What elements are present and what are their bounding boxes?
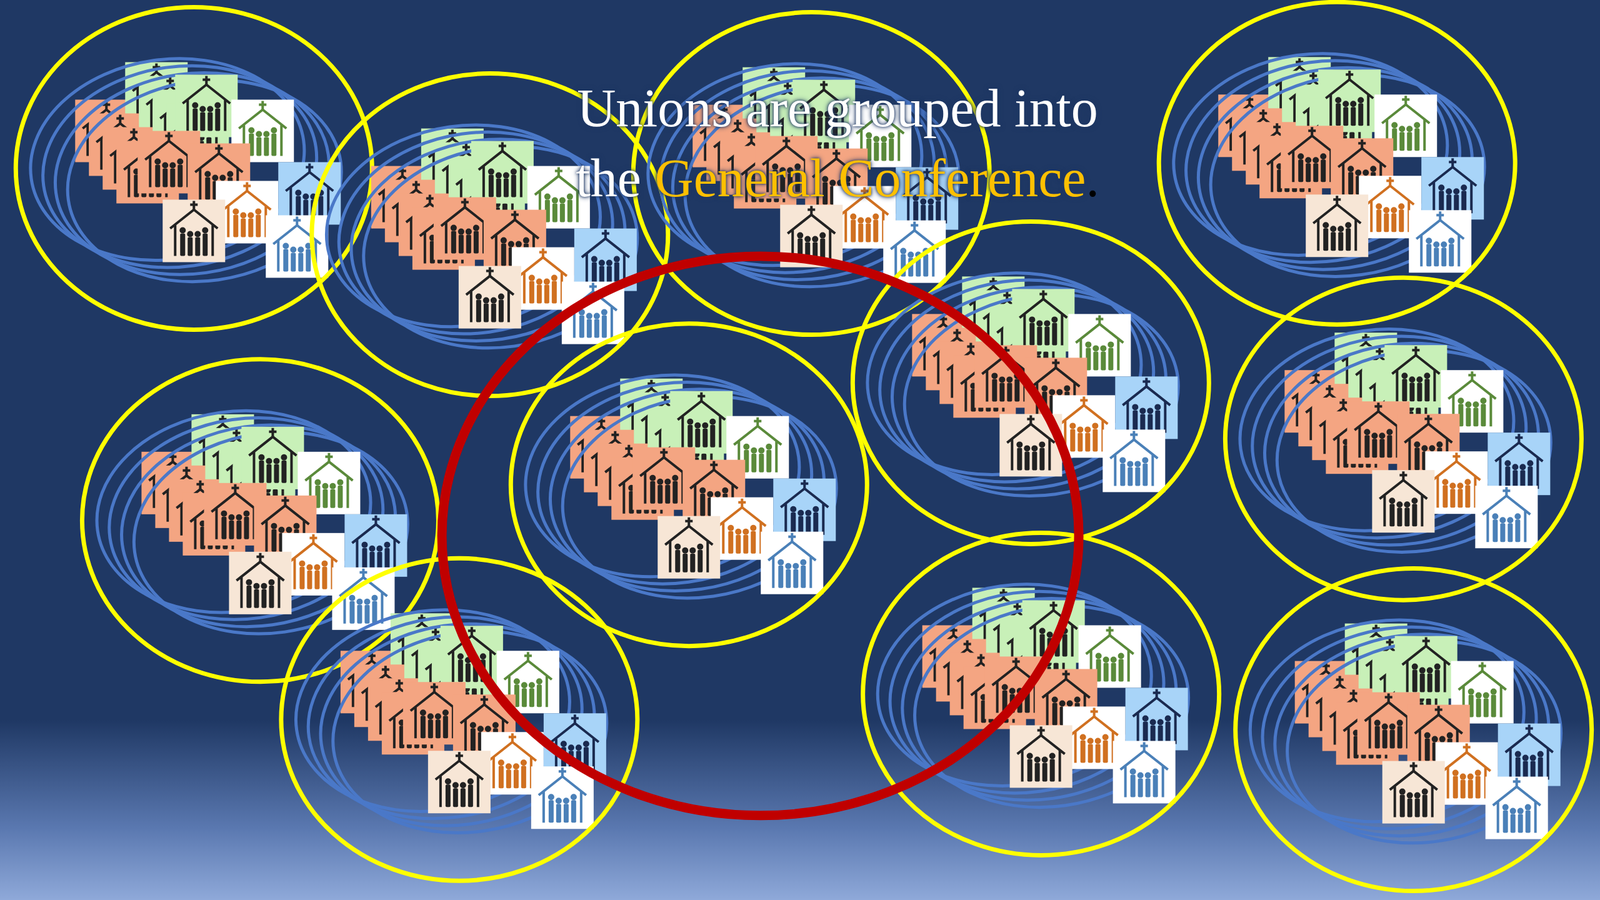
conference-ring: [307, 606, 608, 844]
conference-ring: [1197, 57, 1498, 294]
union-ring: [1225, 277, 1582, 600]
church-tile: [657, 516, 720, 579]
conference-ring: [889, 581, 1190, 818]
union-group: [281, 558, 638, 881]
conference-ring: [1263, 333, 1564, 570]
conference-ring: [54, 62, 355, 299]
union-ring: [510, 323, 867, 647]
union-group: [863, 532, 1220, 855]
union-ring: [281, 558, 638, 881]
conference-ring: [1261, 616, 1562, 854]
union-group: [1158, 1, 1515, 325]
church-tile: [1011, 288, 1075, 352]
union-group: [81, 359, 439, 682]
conference-ring: [891, 276, 1192, 514]
church-tile: [670, 391, 733, 454]
church-tile: [1010, 725, 1073, 788]
church-tile: [228, 551, 292, 615]
conference-ring: [549, 378, 850, 615]
church-tile: [175, 74, 238, 137]
church-tile: [531, 766, 594, 829]
church-tile: [1113, 740, 1176, 804]
union-ring: [1235, 568, 1592, 892]
church-tile: [458, 266, 522, 329]
conference-ring: [901, 588, 1202, 825]
conference-ring: [1251, 326, 1552, 563]
conference-ring: [108, 407, 409, 644]
union-ring: [863, 532, 1220, 855]
church-tile: [1485, 776, 1549, 840]
church-tile: [1305, 194, 1369, 257]
headline: Unions are grouped intotheGeneral Confer…: [493, 73, 1182, 214]
highlight-ring: [441, 256, 1079, 816]
union-group: [510, 323, 867, 647]
headline-text: Unions are grouped into: [493, 73, 1182, 144]
conference-ring: [120, 415, 421, 652]
church-tile: [265, 215, 329, 278]
conference-ring: [1185, 50, 1485, 287]
conference-ring: [1274, 623, 1575, 860]
union-ring: [1158, 1, 1515, 325]
church-tile: [241, 426, 304, 490]
church-tile: [1382, 761, 1445, 824]
church-tile: [883, 220, 946, 284]
conference-ring: [350, 128, 651, 365]
union-group: [1225, 277, 1582, 600]
church-tile: [428, 750, 491, 814]
church-tile: [162, 199, 225, 262]
church-tile: [1371, 470, 1435, 533]
headline-text: the: [575, 148, 642, 209]
union-ring: [81, 359, 439, 682]
church-tile: [1395, 636, 1458, 699]
conference-ring: [41, 55, 342, 292]
church-tile: [1475, 485, 1538, 549]
union-group: [1235, 568, 1592, 892]
church-tile: [471, 141, 534, 204]
church-tile: [1102, 429, 1165, 492]
headline-text: General Conference: [655, 148, 1087, 209]
church-tile: [1384, 345, 1447, 408]
church-tile: [1318, 69, 1381, 132]
conference-ring: [536, 371, 837, 609]
church-tile: [1408, 210, 1472, 273]
headline-text: .: [1086, 148, 1100, 209]
church-tile: [760, 531, 824, 595]
